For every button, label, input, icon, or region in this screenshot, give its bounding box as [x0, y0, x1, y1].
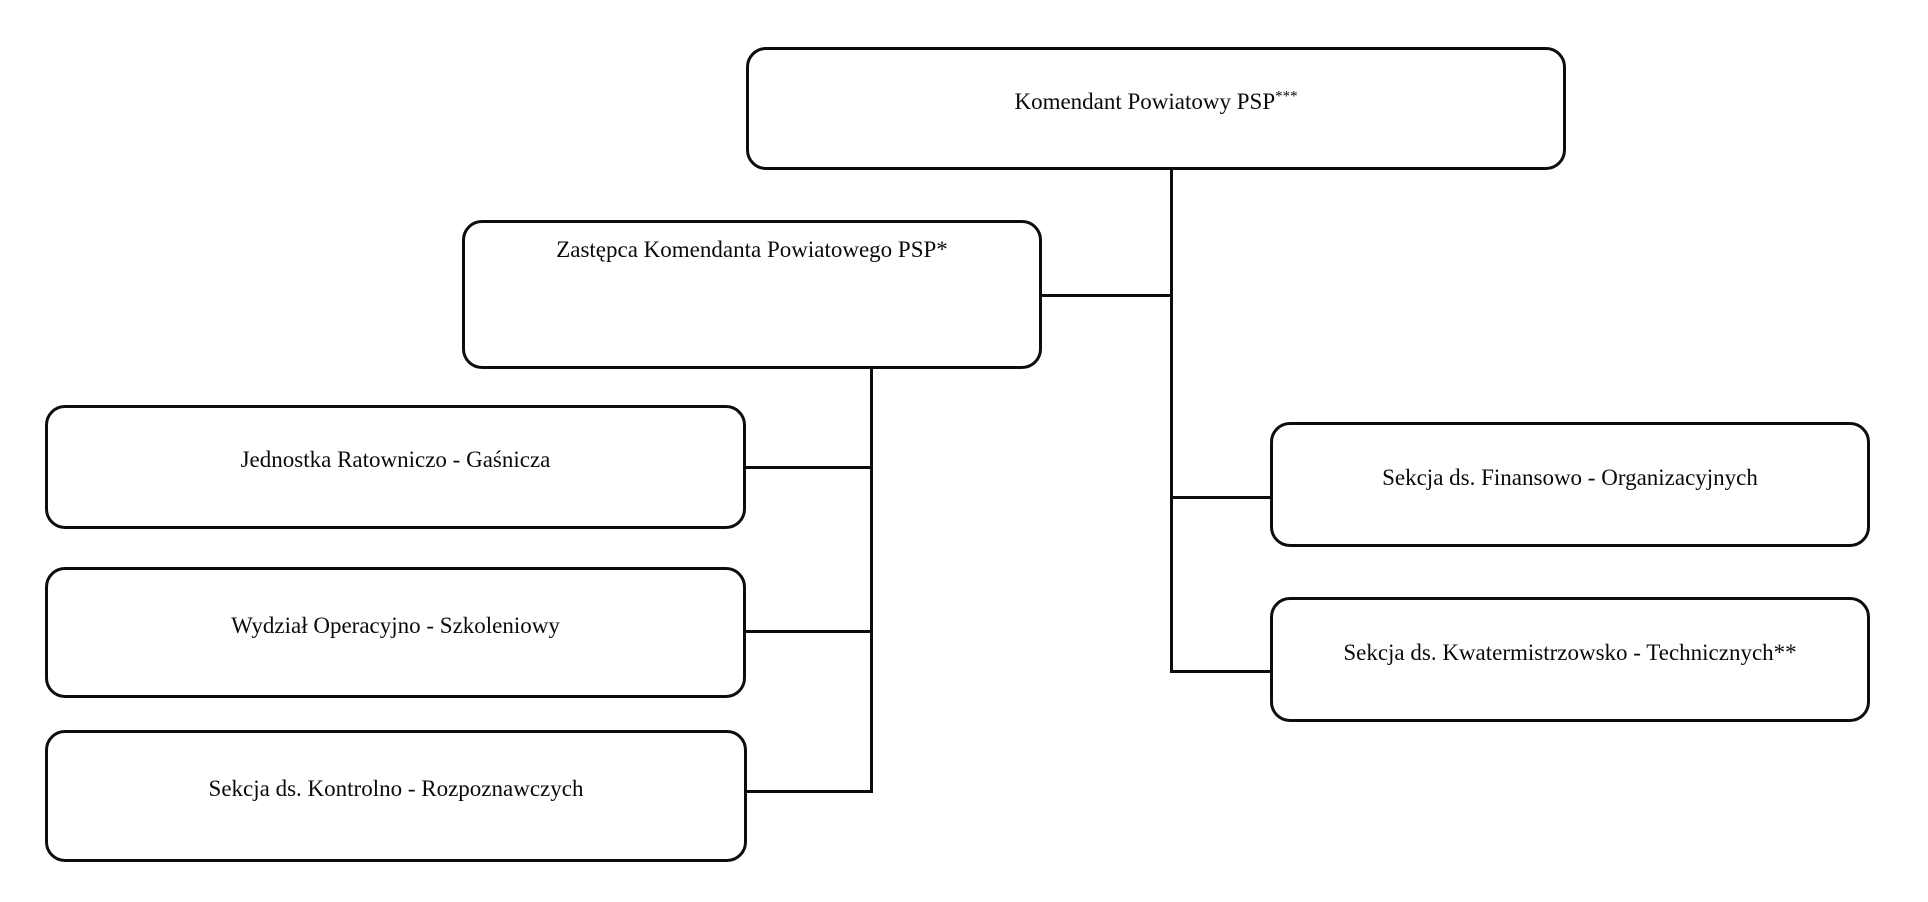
org-node-label: Sekcja ds. Kwatermistrzowsko - Techniczn… [1343, 639, 1797, 665]
org-node-sekcja-kwatermistrzowsko-technicznych: Sekcja ds. Kwatermistrzowsko - Techniczn… [1270, 597, 1870, 722]
org-node-label: Sekcja ds. Finansowo - Organizacyjnych [1382, 464, 1758, 490]
org-node-wydzial-operacyjno-szkoleniowy: Wydział Operacyjno - Szkoleniowy [45, 567, 746, 698]
connector-vertical-left [870, 368, 873, 793]
org-node-sekcja-finansowo-organizacyjnych: Sekcja ds. Finansowo - Organizacyjnych [1270, 422, 1870, 547]
org-node-komendant-powiatowy: Komendant Powiatowy PSP*** [746, 47, 1566, 170]
org-node-label: Zastępca Komendanta Powiatowego PSP* [556, 237, 948, 262]
connector-finansowo [1171, 496, 1270, 499]
org-node-jednostka-ratowniczo-gasnicza: Jednostka Ratowniczo - Gaśnicza [45, 405, 746, 529]
org-node-label: Komendant Powiatowy PSP*** [1014, 88, 1298, 114]
org-node-label: Jednostka Ratowniczo - Gaśnicza [240, 447, 551, 473]
org-node-label: Sekcja ds. Kontrolno - Rozpoznawczych [208, 776, 584, 802]
connector-zastepca [1040, 294, 1173, 297]
org-node-label: Wydział Operacyjno - Szkoleniowy [231, 612, 560, 638]
connector-jednostka [745, 466, 871, 469]
org-node-sekcja-kontrolno-rozpoznawczych: Sekcja ds. Kontrolno - Rozpoznawczych [45, 730, 747, 862]
footnote-marker: *** [1275, 88, 1298, 105]
connector-kwatermistrzowsko [1171, 670, 1270, 673]
connector-kontrolno [745, 790, 871, 793]
org-node-zastepca-komendanta: Zastępca Komendanta Powiatowego PSP* [462, 220, 1042, 369]
connector-vertical-right [1170, 169, 1173, 673]
connector-wydzial [745, 630, 871, 633]
